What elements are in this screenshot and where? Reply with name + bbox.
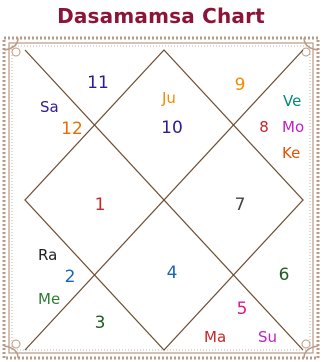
house-number-12: 12 <box>61 119 83 139</box>
house-number-6: 6 <box>279 265 290 285</box>
house-number-2: 2 <box>65 267 76 287</box>
house-number-8: 8 <box>259 118 269 136</box>
planet-ra: Ra <box>38 246 57 264</box>
planet-ve: Ve <box>283 92 301 110</box>
house-number-1: 1 <box>95 195 106 215</box>
house-numbers: 1 2 3 4 5 6 7 8 9 10 11 12 <box>61 73 289 333</box>
house-number-10: 10 <box>161 118 183 138</box>
house-number-4: 4 <box>167 263 178 283</box>
planet-sa: Sa <box>40 98 59 116</box>
planet-me: Me <box>38 290 60 308</box>
house-number-7: 7 <box>235 195 246 215</box>
house-number-11: 11 <box>87 73 109 93</box>
planet-ju: Ju <box>161 89 176 107</box>
house-number-3: 3 <box>95 313 106 333</box>
planet-ke: Ke <box>282 144 300 162</box>
planet-ma: Ma <box>204 328 226 346</box>
planet-mo: Mo <box>282 118 304 136</box>
ornamental-border <box>4 38 318 358</box>
planet-su: Su <box>258 328 277 346</box>
house-number-9: 9 <box>235 75 246 95</box>
house-number-5: 5 <box>237 299 248 319</box>
